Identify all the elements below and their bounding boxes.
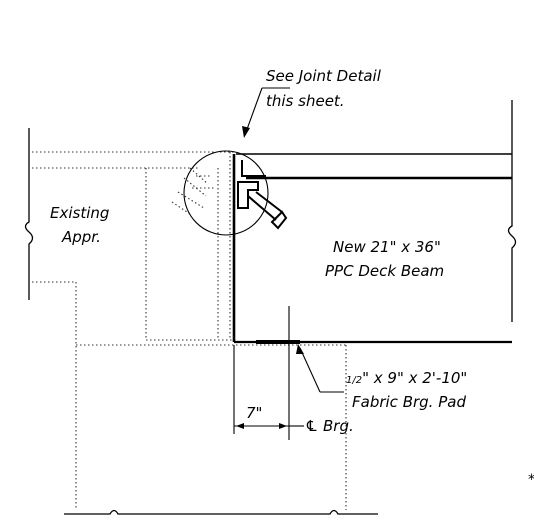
dimension-tick-left	[236, 423, 244, 429]
appr-label: Appr.	[61, 228, 101, 246]
existing-label: Existing	[50, 204, 109, 222]
dimension-tick-right	[279, 423, 287, 429]
see-joint-leader	[245, 87, 290, 133]
asterisk-mark: *	[528, 472, 534, 488]
pad-size-label: 1/2" x 9" x 2'-10"	[346, 369, 467, 387]
this-sheet-label: this sheet.	[266, 92, 345, 110]
bearing-pad	[256, 340, 300, 344]
see-joint-detail-label: See Joint Detail	[266, 67, 382, 85]
bearing-label: Brg.	[323, 417, 354, 435]
pad-size-rest: " x 9" x 2'-10"	[362, 369, 467, 387]
pad-type-label: Fabric Brg. Pad	[352, 393, 466, 411]
beam-type-label: PPC Deck Beam	[325, 262, 444, 280]
base-break-line	[64, 509, 378, 515]
existing-approach-outline	[32, 151, 347, 510]
see-joint-leader-arrow	[242, 126, 250, 138]
left-break-line	[24, 128, 34, 300]
dimension-7-in	[233, 345, 304, 434]
joint-detail-callout-circle	[183, 150, 269, 236]
dimension-7-label: 7"	[246, 404, 262, 422]
beam-size-label: New 21" x 36"	[333, 238, 441, 256]
right-break-line	[507, 100, 517, 322]
pad-leader	[299, 347, 344, 393]
joint-hardware-icon	[237, 160, 288, 230]
pad-fraction: 1/2	[346, 375, 362, 386]
pad-leader-arrow	[296, 344, 304, 354]
centerline-symbol: ℄	[305, 417, 318, 435]
